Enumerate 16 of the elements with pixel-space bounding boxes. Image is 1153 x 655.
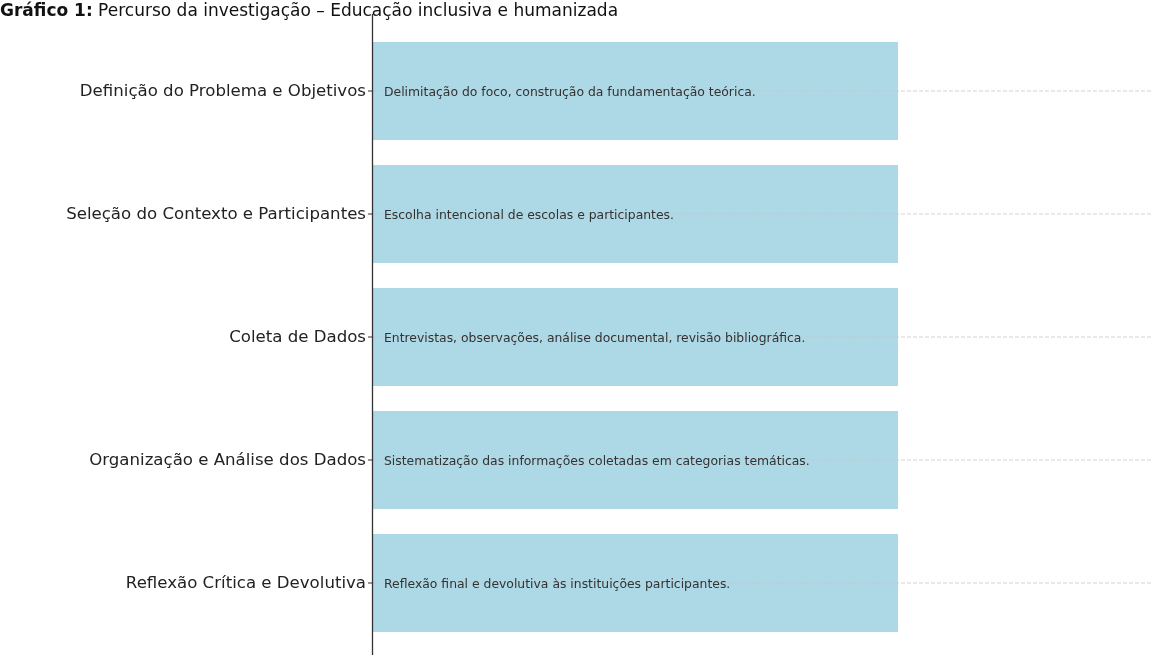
category-label: Organização e Análise dos Dados: [89, 449, 366, 471]
category-label: Coleta de Dados: [229, 326, 366, 348]
bar: [373, 165, 898, 263]
chart-title: Gráfico 1: Percurso da investigação – Educação inclusiva e humanizada: [0, 0, 619, 20]
bar-label: Sistematização das informações coletadas em categorias temáticas.: [384, 451, 810, 470]
category-label: Reflexão Crítica e Devolutiva: [125, 572, 366, 594]
bar: [373, 42, 898, 140]
category-label: Seleção do Contexto e Participantes: [66, 203, 366, 225]
bar-label: Delimitação do foco, construção da fundamentação teórica.: [384, 82, 756, 101]
bar: [373, 534, 898, 632]
bar: [373, 288, 898, 386]
bar-label: Reflexão final e devolutiva às instituições participantes.: [384, 574, 731, 593]
bar: [373, 411, 898, 509]
category-label: Definição do Problema e Objetivos: [79, 80, 366, 102]
bar-label: Escolha intencional de escolas e participantes.: [384, 205, 674, 224]
bar-label: Entrevistas, observações, análise documental, revisão bibliográfica.: [384, 328, 806, 347]
